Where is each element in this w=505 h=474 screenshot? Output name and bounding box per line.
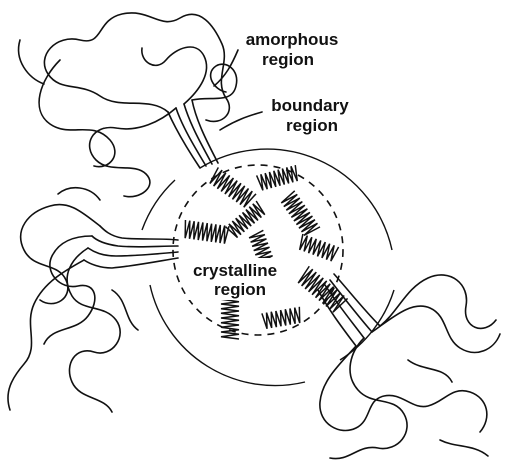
boundary-region-label: boundary	[271, 96, 349, 115]
lamella-6	[297, 234, 338, 262]
lamella-9	[221, 297, 239, 339]
crystalline-lamellae	[183, 165, 348, 339]
crystalline-region-label-line2: region	[214, 280, 266, 299]
lamella-4	[226, 201, 267, 239]
amorphous-region-label: amorphous	[246, 30, 339, 49]
lamella-2	[257, 165, 300, 191]
crystalline-region-label: crystalline	[193, 261, 277, 280]
lamella-3	[183, 220, 229, 244]
lamella-5	[280, 191, 320, 237]
amorphous-tangle-left	[8, 188, 138, 412]
boundary-region-label-line2: region	[286, 116, 338, 135]
lamella-1	[208, 167, 256, 208]
amorphous-tangle-top-left	[19, 13, 237, 197]
amorphous-region-label-line2: region	[262, 50, 314, 69]
